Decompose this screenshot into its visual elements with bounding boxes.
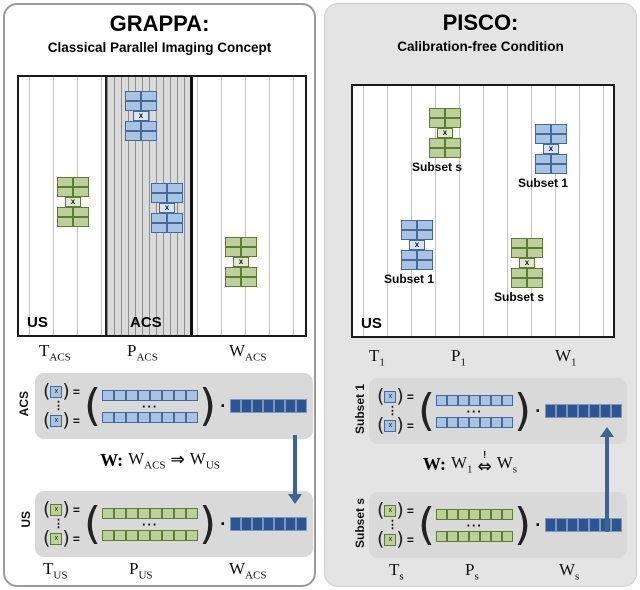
- implies-arrow-icon: ⇒: [170, 449, 185, 470]
- acs-equation-box: (x)= ⋮ (x)= ( ··· ) ·: [35, 373, 313, 439]
- t-s-label: Ts: [389, 560, 404, 583]
- kernel-target-cell: x: [437, 128, 453, 138]
- p-s-label: Ps: [465, 560, 479, 583]
- kernel-target-cell: x: [409, 240, 425, 250]
- acs-region-label: ACS: [130, 314, 162, 331]
- w-acs-label: WACS: [229, 341, 267, 364]
- w-s-label: Ws: [559, 560, 580, 583]
- source-matrix: ( ··· ): [417, 385, 532, 437]
- p-1-label: P1: [451, 346, 466, 369]
- t-acs-label: TACS: [39, 341, 71, 364]
- grappa-panel: GRAPPA: Classical Parallel Imaging Conce…: [3, 3, 316, 587]
- weight-relation: W: W1 !⇔ Ws: [422, 450, 518, 477]
- t-us-label: TUS: [43, 559, 68, 582]
- us-row-label: US: [19, 511, 33, 528]
- grappa-kspace-box: x x x x US ACS: [17, 75, 307, 337]
- kernel-icon: x: [125, 91, 157, 141]
- down-arrow-icon: [288, 435, 302, 504]
- pisco-subtitle: Calibration-free Condition: [397, 39, 564, 54]
- acs-row-label: ACS: [17, 391, 31, 417]
- w-1-label: W1: [555, 346, 577, 369]
- grappa-title: GRAPPA:: [109, 11, 210, 36]
- t-1-label: T1: [369, 346, 385, 369]
- subset1-row-label: Subset 1: [353, 384, 367, 435]
- subsets-row-label: Subset s: [353, 498, 367, 549]
- target-vectors: (x)= ⋮ (x)=: [377, 385, 414, 436]
- kernel-label: Subset s: [411, 160, 462, 174]
- kernel-target-cell: x: [133, 111, 149, 121]
- kernel-icon: x: [225, 237, 257, 287]
- us-region-label: US: [361, 315, 382, 332]
- kernel-icon: x: [511, 238, 543, 288]
- weight-vector: [545, 518, 623, 532]
- target-vectors: (x)= ⋮ (x)=: [43, 380, 80, 431]
- subsets-equation-box: (x)= ⋮ (x)= ( ··· ) ·: [369, 492, 627, 558]
- source-matrix: ( ··· ): [83, 380, 217, 432]
- kernel-icon: x: [535, 124, 567, 174]
- kernel-target-cell: x: [519, 258, 535, 268]
- grappa-subtitle: Classical Parallel Imaging Concept: [47, 40, 272, 55]
- weight-relation: W: WACS ⇒ WUS: [100, 449, 220, 472]
- kernel-icon: x: [401, 220, 433, 270]
- source-matrix: ( ··· ): [83, 498, 217, 550]
- weight-vector: [545, 404, 623, 418]
- p-acs-label: PACS: [127, 341, 158, 364]
- kernel-target-cell: x: [65, 197, 81, 207]
- weight-vector: [230, 517, 308, 531]
- p-us-label: PUS: [129, 559, 153, 582]
- pisco-kspace-box: x Subset s x Subset 1 x Subset 1 x Subse…: [351, 84, 615, 338]
- kernel-label: Subset 1: [517, 176, 568, 190]
- kernel-target-cell: x: [233, 257, 249, 267]
- subset1-equation-box: (x)= ⋮ (x)= ( ··· ) ·: [369, 378, 627, 444]
- kernel-target-cell: x: [543, 144, 559, 154]
- pisco-panel: PISCO: Calibration-free Condition x Subs…: [324, 3, 637, 587]
- kernel-icon: x: [151, 183, 183, 233]
- target-vectors: (x)= ⋮ (x)=: [377, 499, 414, 550]
- kernel-target-cell: x: [159, 203, 175, 213]
- up-arrow-icon: [600, 427, 614, 532]
- kernel-label: Subset s: [493, 290, 544, 304]
- us-region-label: US: [27, 314, 48, 331]
- iff-arrow-icon: !⇔: [477, 450, 492, 477]
- pisco-title: PISCO:: [442, 10, 519, 35]
- target-vectors: (x)= ⋮ (x)=: [43, 498, 80, 549]
- kernel-icon: x: [429, 108, 461, 158]
- source-matrix: ( ··· ): [417, 499, 532, 551]
- weight-vector: [230, 399, 308, 413]
- us-equation-box: (x)= ⋮ (x)= ( ··· ) ·: [35, 491, 313, 557]
- kernel-icon: x: [57, 177, 89, 227]
- acs-region: [105, 77, 193, 335]
- kernel-label: Subset 1: [383, 272, 434, 286]
- w-acs-bottom-label: WACS: [229, 559, 267, 582]
